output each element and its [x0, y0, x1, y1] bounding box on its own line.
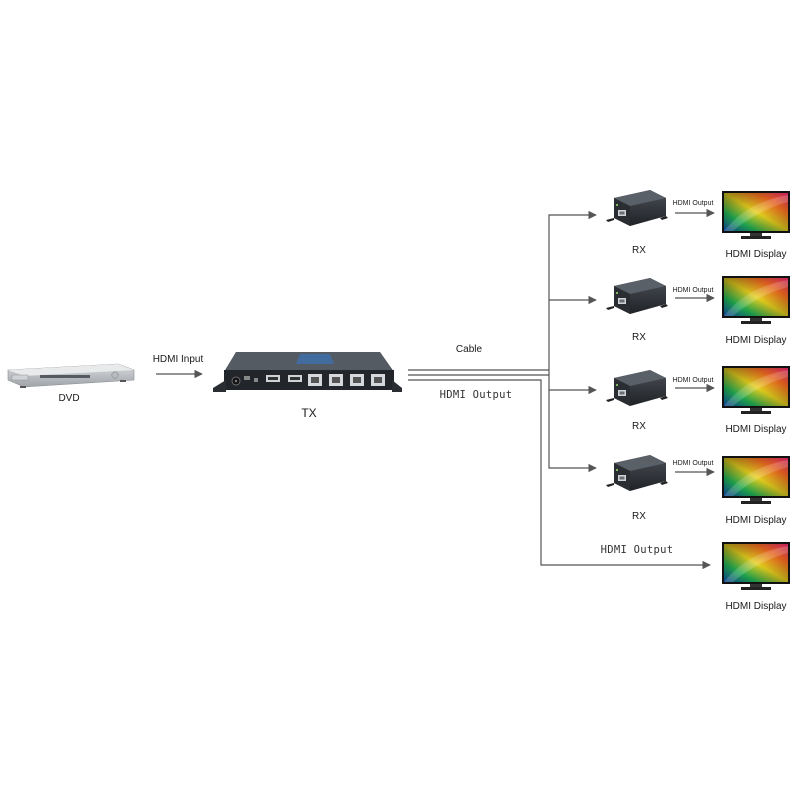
rx-label: RX	[632, 245, 646, 256]
dvd-player-icon	[7, 363, 135, 388]
display-label: HDMI Display	[725, 424, 786, 435]
local-hdmi-output-line	[408, 379, 711, 570]
hdmi-display-icon	[722, 191, 790, 239]
receiver-row: RX HDMI Output HDMI Display	[606, 366, 790, 435]
display-label: HDMI Display	[725, 335, 786, 346]
rx-output-label: HDMI Output	[673, 377, 714, 384]
rx-label: RX	[632, 511, 646, 522]
tx-label: TX	[301, 406, 316, 420]
rx-label: RX	[632, 421, 646, 432]
rx-receiver-icon	[606, 370, 668, 406]
rx-output-label: HDMI Output	[673, 460, 714, 467]
receiver-row: RX HDMI Output HDMI Display	[606, 276, 790, 346]
dvd-label: DVD	[58, 393, 79, 404]
hdmi-display-icon	[722, 276, 790, 324]
receiver-row: RX HDMI Output HDMI Display	[606, 455, 790, 526]
hdmi-extender-transmitter-icon	[213, 352, 402, 392]
hdmi-display-icon	[722, 542, 790, 590]
rx-output-label: HDMI Output	[673, 287, 714, 294]
rx-label: RX	[632, 332, 646, 343]
rx-receiver-icon	[606, 190, 668, 226]
local-display-label: HDMI Display	[725, 601, 786, 612]
receiver-row: RX HDMI Output HDMI Display	[606, 190, 790, 260]
hdmi-output-label: HDMI Output	[440, 389, 513, 401]
hdmi-display-icon	[722, 366, 790, 414]
display-label: HDMI Display	[725, 515, 786, 526]
display-label: HDMI Display	[725, 249, 786, 260]
hdmi-input-label: HDMI Input	[153, 354, 204, 365]
rx-receiver-icon	[606, 278, 668, 314]
cable-lines	[408, 210, 597, 473]
cable-label: Cable	[456, 344, 483, 355]
rx-receiver-icon	[606, 455, 668, 491]
rx-output-label: HDMI Output	[673, 200, 714, 207]
hdmi-display-icon	[722, 456, 790, 504]
local-hdmi-output-label: HDMI Output	[601, 544, 674, 556]
